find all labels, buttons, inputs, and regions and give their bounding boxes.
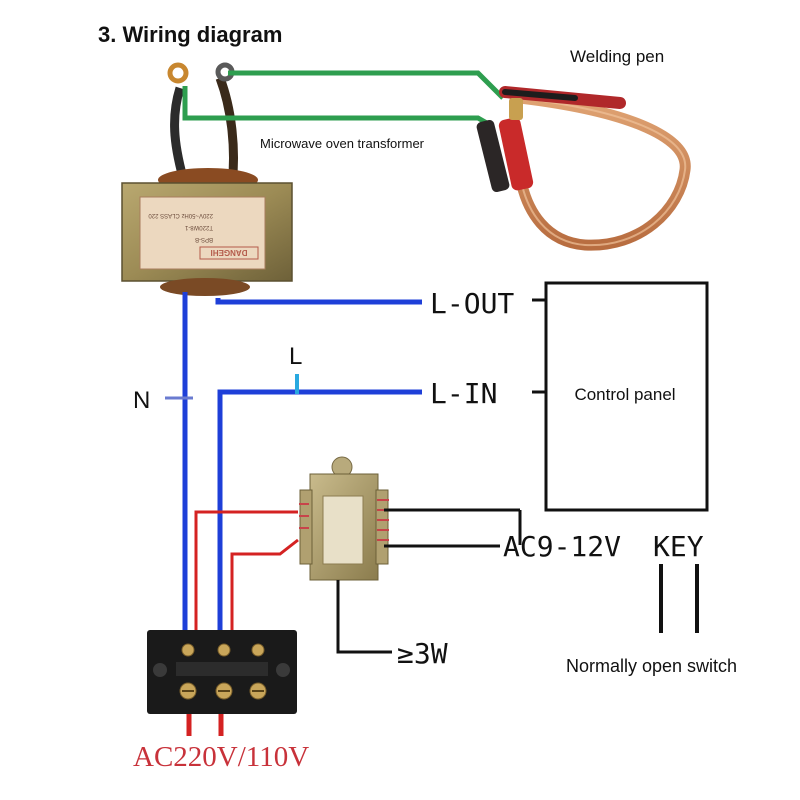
welding-pen-label: Welding pen (570, 47, 664, 66)
live-neutral-wires (182, 292, 422, 642)
control-transformer (299, 456, 389, 581)
terminal-block (147, 630, 297, 714)
l-out-label: L-OUT (430, 287, 514, 320)
l-in-label: L-IN (430, 377, 497, 410)
welding-pen (476, 86, 691, 251)
power-rating-label: ≥3W (397, 637, 448, 670)
n-label: N (133, 387, 150, 414)
primary-red-wires (194, 510, 299, 642)
plate-line-1: 220V~50Hz CLASS 220 (148, 212, 213, 218)
l-label: L (289, 343, 302, 370)
control-panel-label: Control panel (574, 385, 675, 404)
microwave-transformer-label: Microwave oven transformer (260, 136, 425, 151)
mains-voltage-label: AC220V/110V (133, 741, 309, 773)
control-panel-box (544, 281, 709, 512)
plate-line-2: T220W8-1 (184, 224, 213, 230)
diagram-title: 3. Wiring diagram (98, 22, 282, 47)
normally-open-switch-label: Normally open switch (566, 656, 737, 676)
key-label: KEY (653, 530, 704, 563)
microwave-transformer: 220V~50Hz CLASS 220 T220W8-1 BPS-B DANGE… (121, 62, 293, 296)
secondary-black-wires (336, 508, 520, 654)
output-wires (182, 70, 505, 129)
transformer-rating-plate (139, 196, 266, 270)
plate-brand: DANGEHI (211, 248, 248, 257)
ac-low-voltage-label: AC9-12V (503, 530, 621, 563)
plate-line-3: BPS-B (195, 236, 213, 242)
